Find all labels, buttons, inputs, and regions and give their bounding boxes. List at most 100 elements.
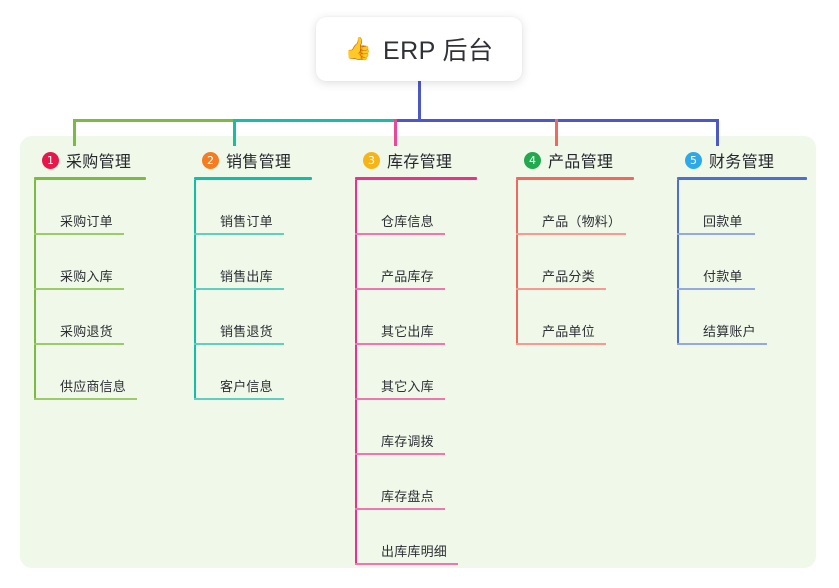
branch-items: 采购订单采购入库采购退货供应商信息 bbox=[34, 180, 146, 400]
branch-column-1: 1 采购管理采购订单采购入库采购退货供应商信息 bbox=[34, 148, 146, 400]
leaf-item[interactable]: 库存调拨 bbox=[355, 400, 477, 455]
leaf-item-label: 仓库信息 bbox=[381, 214, 434, 229]
leaf-item-label: 供应商信息 bbox=[60, 379, 127, 394]
leaf-item[interactable]: 销售订单 bbox=[194, 180, 312, 235]
leaf-item-underline bbox=[355, 398, 445, 400]
leaf-item-label: 采购退货 bbox=[60, 324, 113, 339]
leaf-item-underline bbox=[34, 233, 124, 235]
leaf-item-underline bbox=[355, 508, 445, 510]
leaf-item[interactable]: 仓库信息 bbox=[355, 180, 477, 235]
leaf-item-underline bbox=[355, 288, 445, 290]
leaf-item[interactable]: 客户信息 bbox=[194, 345, 312, 400]
branch-title: 产品管理 bbox=[548, 154, 614, 171]
leaf-item-underline bbox=[516, 233, 626, 235]
leaf-item-underline bbox=[34, 288, 124, 290]
leaf-item-underline bbox=[355, 343, 445, 345]
branch-spine-line bbox=[194, 180, 196, 400]
branch-title: 采购管理 bbox=[66, 154, 132, 171]
branch-number-badge: 5 bbox=[685, 151, 702, 169]
branch-column-5: 5 财务管理回款单付款单结算账户 bbox=[677, 148, 807, 345]
leaf-item-label: 其它入库 bbox=[381, 379, 434, 394]
branch-items: 仓库信息产品库存其它出库其它入库库存调拨库存盘点出库库明细 bbox=[355, 180, 477, 565]
bus-segment-1 bbox=[73, 119, 233, 122]
leaf-item[interactable]: 其它入库 bbox=[355, 345, 477, 400]
branch-drop-line-3 bbox=[394, 119, 397, 146]
leaf-item-underline bbox=[516, 343, 606, 345]
leaf-item-label: 付款单 bbox=[703, 269, 743, 284]
thumbs-up-icon: 👍 bbox=[344, 36, 373, 61]
leaf-item[interactable]: 采购订单 bbox=[34, 180, 146, 235]
branch-spine-line bbox=[355, 180, 357, 565]
leaf-item-underline bbox=[34, 343, 124, 345]
leaf-item-underline bbox=[516, 288, 606, 290]
root-node-title: ERP 后台 bbox=[383, 37, 494, 65]
branch-column-4: 4 产品管理产品（物料） 产品分类产品单位 bbox=[516, 148, 634, 345]
leaf-item[interactable]: 产品单位 bbox=[516, 290, 634, 345]
branch-items: 销售订单销售出库销售退货客户信息 bbox=[194, 180, 312, 400]
diagram-panel bbox=[20, 136, 816, 568]
leaf-item[interactable]: 销售出库 bbox=[194, 235, 312, 290]
leaf-item-label: 产品（物料） bbox=[542, 214, 622, 229]
leaf-item-underline bbox=[194, 233, 284, 235]
branch-drop-line-4 bbox=[555, 119, 558, 146]
leaf-item-label: 客户信息 bbox=[220, 379, 273, 394]
leaf-item-label: 产品库存 bbox=[381, 269, 434, 284]
leaf-item[interactable]: 库存盘点 bbox=[355, 455, 477, 510]
root-node[interactable]: 👍 ERP 后台 bbox=[316, 17, 522, 81]
leaf-item-underline bbox=[355, 563, 458, 565]
leaf-item-label: 库存调拨 bbox=[381, 434, 434, 449]
leaf-item[interactable]: 采购入库 bbox=[34, 235, 146, 290]
leaf-item-label: 销售出库 bbox=[220, 269, 273, 284]
leaf-item[interactable]: 出库库明细 bbox=[355, 510, 477, 565]
leaf-item-label: 其它出库 bbox=[381, 324, 434, 339]
leaf-item-underline bbox=[194, 288, 284, 290]
branch-items: 回款单付款单结算账户 bbox=[677, 180, 807, 345]
branch-header-5[interactable]: 5 财务管理 bbox=[677, 148, 807, 172]
branch-header-4[interactable]: 4 产品管理 bbox=[516, 148, 634, 172]
branch-underline bbox=[34, 177, 146, 180]
root-trunk-line bbox=[418, 81, 421, 122]
leaf-item[interactable]: 采购退货 bbox=[34, 290, 146, 345]
leaf-item-label: 采购订单 bbox=[60, 214, 113, 229]
branch-drop-line-2 bbox=[233, 119, 236, 146]
leaf-item-underline bbox=[34, 398, 137, 400]
branch-header-3[interactable]: 3 库存管理 bbox=[355, 148, 477, 172]
branch-title: 库存管理 bbox=[387, 154, 453, 171]
branch-items: 产品（物料） 产品分类产品单位 bbox=[516, 180, 634, 345]
leaf-item-underline bbox=[355, 233, 445, 235]
leaf-item-label: 销售退货 bbox=[220, 324, 273, 339]
leaf-item-underline bbox=[677, 233, 755, 235]
branch-underline bbox=[355, 177, 477, 180]
leaf-item-label: 产品单位 bbox=[542, 324, 595, 339]
leaf-item[interactable]: 回款单 bbox=[677, 180, 807, 235]
leaf-item-underline bbox=[677, 288, 755, 290]
leaf-item-underline bbox=[194, 398, 284, 400]
leaf-item[interactable]: 销售退货 bbox=[194, 290, 312, 345]
branch-spine-line bbox=[34, 180, 36, 400]
leaf-item[interactable]: 付款单 bbox=[677, 235, 807, 290]
leaf-item[interactable]: 产品库存 bbox=[355, 235, 477, 290]
branch-number-badge: 3 bbox=[363, 151, 380, 169]
branch-drop-line-5 bbox=[716, 119, 719, 146]
branch-title: 销售管理 bbox=[226, 154, 292, 171]
branch-header-1[interactable]: 1 采购管理 bbox=[34, 148, 146, 172]
leaf-item-label: 结算账户 bbox=[703, 324, 756, 339]
leaf-item[interactable]: 其它出库 bbox=[355, 290, 477, 345]
leaf-item-label: 库存盘点 bbox=[381, 489, 434, 504]
branch-number-badge: 4 bbox=[524, 151, 541, 169]
leaf-item-label: 回款单 bbox=[703, 214, 743, 229]
branch-number-badge: 1 bbox=[42, 151, 59, 169]
leaf-item-underline bbox=[355, 453, 445, 455]
branch-title: 财务管理 bbox=[709, 154, 775, 171]
branch-underline bbox=[677, 177, 807, 180]
branch-column-3: 3 库存管理仓库信息产品库存其它出库其它入库库存调拨库存盘点出库库明细 bbox=[355, 148, 477, 565]
branch-spine-line bbox=[677, 180, 679, 345]
branch-underline bbox=[516, 177, 634, 180]
leaf-item[interactable]: 结算账户 bbox=[677, 290, 807, 345]
leaf-item[interactable]: 供应商信息 bbox=[34, 345, 146, 400]
leaf-item[interactable]: 产品（物料） bbox=[516, 180, 634, 235]
leaf-item[interactable]: 产品分类 bbox=[516, 235, 634, 290]
